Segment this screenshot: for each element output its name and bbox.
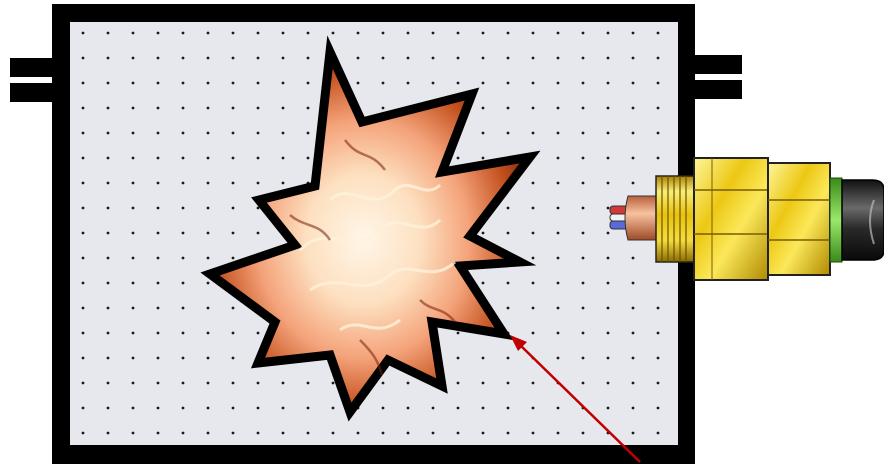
diagram-canvas	[0, 0, 884, 467]
enclosure-diagram	[0, 0, 884, 467]
